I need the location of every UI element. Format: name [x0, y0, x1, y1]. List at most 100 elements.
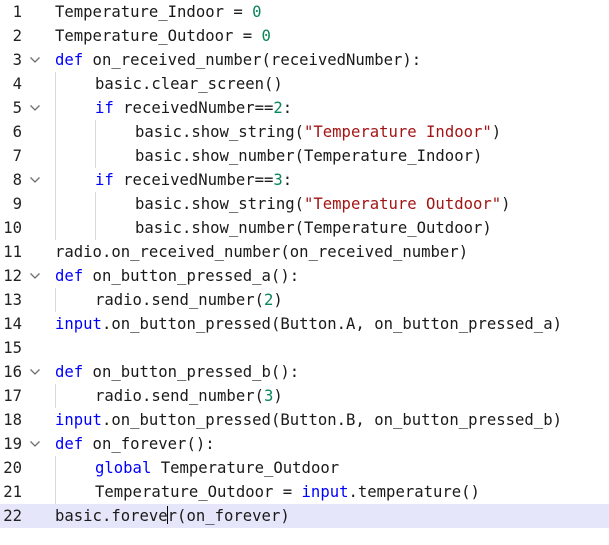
indent-guide [55, 168, 56, 192]
line-number: 15 [3, 339, 22, 357]
indent-guide [55, 144, 56, 168]
code-token: receivedNumber== [113, 99, 274, 117]
code-line[interactable]: 19 def on_forever(): [0, 432, 609, 456]
code-line[interactable]: 13 radio.send_number(2) [0, 288, 609, 312]
indent-guide [95, 192, 96, 216]
code-line[interactable]: 16 def on_button_pressed_b(): [0, 360, 609, 384]
code-line[interactable]: 7 basic.show_number(Temperature_Indoor) [0, 144, 609, 168]
keyword-token: input [55, 315, 102, 333]
code-line[interactable]: 9 basic.show_string("Temperature Outdoor"… [0, 192, 609, 216]
code-token: r(on_forever) [167, 507, 290, 525]
line-number: 19 [3, 435, 22, 453]
line-number: 1 [12, 3, 22, 21]
code-token: Temperature_Outdoor [151, 459, 340, 477]
keyword-token: if [95, 99, 114, 117]
code-token: on_received_number(receivedNumber): [83, 51, 422, 69]
keyword-token: def [55, 435, 84, 453]
line-number: 10 [3, 219, 22, 237]
code-token: on_button_pressed_a(): [83, 267, 300, 285]
line-number: 12 [3, 267, 22, 285]
code-text: def on_button_pressed_b(): [55, 360, 299, 384]
number-token: 3 [273, 171, 283, 189]
code-text: basic.show_string("Temperature Indoor") [135, 120, 501, 144]
line-number: 9 [12, 195, 22, 213]
string-token: "Temperature Outdoor" [304, 195, 502, 213]
indent-guide [55, 480, 56, 504]
code-token: : [282, 171, 293, 189]
code-token: ) [491, 123, 502, 141]
keyword-token: input [55, 411, 102, 429]
indent-guide [55, 216, 56, 240]
line-number: 2 [12, 27, 22, 45]
number-token: 0 [252, 3, 262, 21]
code-text: basic.forever(on_forever) [55, 504, 290, 528]
line-number: 8 [12, 171, 22, 189]
chevron-down-icon[interactable] [26, 432, 44, 456]
code-token: Temperature_Outdoor = [95, 483, 302, 501]
number-token: 0 [261, 27, 271, 45]
line-number: 7 [12, 147, 22, 165]
keyword-token: if [95, 171, 114, 189]
line-number: 3 [12, 51, 22, 69]
code-text: radio.send_number(2) [95, 288, 283, 312]
code-token: .on_button_pressed(Button.A, on_button_p… [101, 315, 562, 333]
indent-guide [55, 288, 56, 312]
indent-guide [55, 120, 56, 144]
chevron-down-icon[interactable] [26, 360, 44, 384]
code-token: Temperature_Indoor = [55, 3, 253, 21]
code-token: basic.show_number(Temperature_Indoor) [135, 147, 483, 165]
keyword-token: def [55, 363, 84, 381]
chevron-down-icon[interactable] [26, 264, 44, 288]
code-line[interactable]: 12 def on_button_pressed_a(): [0, 264, 609, 288]
indent-guide [55, 72, 56, 96]
code-text: basic.show_string("Temperature Outdoor") [135, 192, 511, 216]
keyword-token: def [55, 267, 84, 285]
line-number: 6 [12, 123, 22, 141]
code-text: def on_button_pressed_a(): [55, 264, 299, 288]
line-number: 16 [3, 363, 22, 381]
code-text: input.on_button_pressed(Button.B, on_but… [55, 408, 562, 432]
text-cursor [167, 506, 169, 524]
line-number: 5 [12, 99, 22, 117]
code-text: if receivedNumber==3: [95, 168, 292, 192]
indent-guide [55, 384, 56, 408]
code-text: Temperature_Indoor = 0 [55, 0, 262, 24]
code-line[interactable]: 1 Temperature_Indoor = 0 [0, 0, 609, 24]
keyword-token: def [55, 51, 84, 69]
indent-guide [55, 192, 56, 216]
chevron-down-icon[interactable] [26, 96, 44, 120]
code-line[interactable]: 8 if receivedNumber==3: [0, 168, 609, 192]
indent-guide [95, 144, 96, 168]
chevron-down-icon[interactable] [26, 168, 44, 192]
code-line[interactable]: 2 Temperature_Outdoor = 0 [0, 24, 609, 48]
code-text: Temperature_Outdoor = 0 [55, 24, 271, 48]
code-token: ) [273, 387, 283, 405]
code-line[interactable]: 20 global Temperature_Outdoor [0, 456, 609, 480]
line-number: 17 [3, 387, 22, 405]
code-token: radio.on_received_number(on_received_num… [55, 243, 469, 261]
code-token: basic.foreve [55, 507, 168, 525]
line-number: 13 [3, 291, 22, 309]
code-line[interactable]: 3 def on_received_number(receivedNumber): [0, 48, 609, 72]
line-number: 20 [3, 459, 22, 477]
code-token: on_forever(): [83, 435, 215, 453]
code-token: basic.clear_screen() [95, 75, 283, 93]
code-text: basic.clear_screen() [95, 72, 283, 96]
code-token: : [282, 99, 293, 117]
code-token: ) [501, 195, 511, 213]
code-line[interactable]: 6 basic.show_string("Temperature Indoor") [0, 120, 609, 144]
chevron-down-icon[interactable] [26, 48, 44, 72]
keyword-token: global [95, 459, 152, 477]
code-line[interactable]: 15 [0, 336, 609, 360]
code-text: def on_received_number(receivedNumber): [55, 48, 421, 72]
